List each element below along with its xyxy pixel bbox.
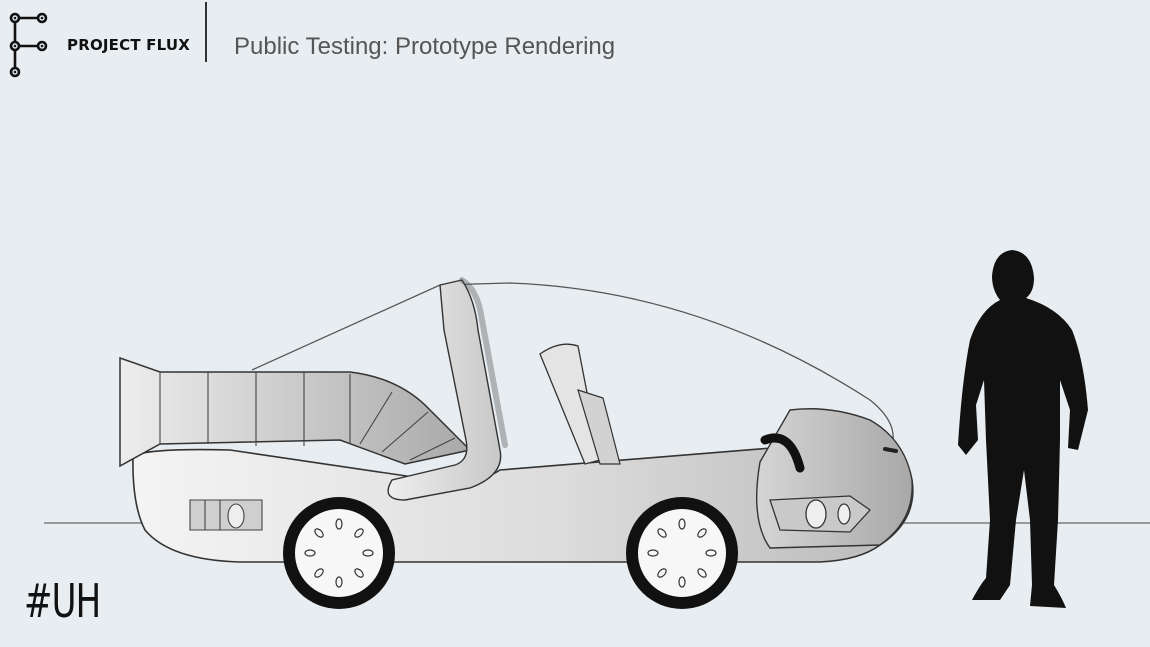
steering-handle <box>760 433 805 473</box>
rear-wheel <box>283 497 395 609</box>
glass-canopy <box>251 282 894 441</box>
page-title: Public Testing: Prototype Rendering <box>234 33 616 60</box>
header-divider <box>205 2 207 62</box>
roll-bar <box>387 279 502 501</box>
hashtag-label: #UH <box>24 574 101 628</box>
person-silhouette <box>958 250 1088 608</box>
rear-grille <box>189 499 263 531</box>
brand-name: PROJECT FLUX <box>67 36 191 54</box>
front-wheel <box>626 497 738 609</box>
flux-logo-icon <box>9 12 48 78</box>
